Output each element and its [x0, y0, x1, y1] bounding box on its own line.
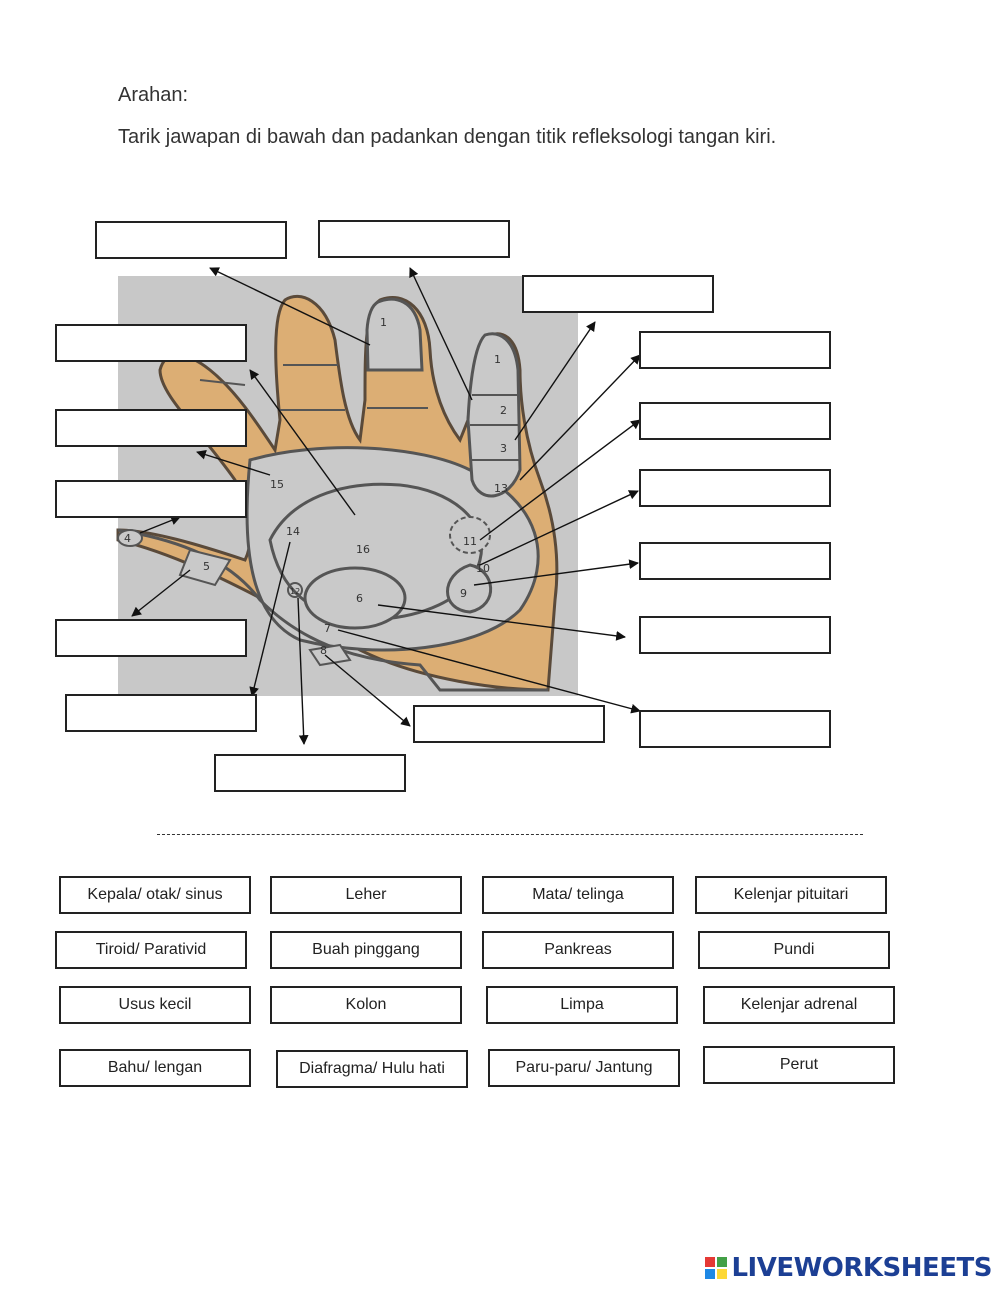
answer-option[interactable]: Leher [270, 876, 462, 914]
drop-box[interactable] [55, 619, 247, 657]
pointer-arrow [131, 569, 191, 617]
answer-option[interactable]: Mata/ telinga [482, 876, 674, 914]
section-separator [157, 834, 863, 835]
answer-option[interactable]: Usus kecil [59, 986, 251, 1024]
pointer-arrow [409, 267, 473, 401]
pointer-arrow [473, 559, 639, 586]
answer-option[interactable]: Tiroid/ Parativid [55, 931, 247, 969]
logo-square [705, 1269, 716, 1279]
logo-square [717, 1257, 728, 1267]
drop-box[interactable] [55, 480, 247, 518]
hand-illustration [116, 294, 559, 692]
liveworksheets-brand: LIVEWORKSHEETS [705, 1253, 992, 1283]
instructions-title: Arahan: [118, 84, 189, 106]
pointer-arrow [479, 419, 641, 541]
region-label: 15 [270, 478, 284, 491]
answer-option[interactable]: Bahu/ lengan [59, 1049, 251, 1087]
answer-option[interactable]: Pundi [698, 931, 890, 969]
drop-box[interactable] [639, 469, 831, 507]
answer-option[interactable]: Limpa [486, 986, 678, 1024]
drop-box[interactable] [639, 542, 831, 580]
region-label: 1 [494, 353, 501, 366]
answer-option[interactable]: Buah pinggang [270, 931, 462, 969]
region-label: 14 [286, 525, 300, 538]
pointer-arrow [519, 354, 641, 481]
answer-option[interactable]: Kolon [270, 986, 462, 1024]
pointer-arrow [209, 267, 371, 346]
answer-option[interactable]: Kepala/ otak/ sinus [59, 876, 251, 914]
answer-option[interactable]: Perut [703, 1046, 895, 1084]
region-label: 5 [203, 560, 210, 573]
region-label: 16 [356, 543, 370, 556]
region-label: 9 [460, 587, 467, 600]
region-label: 6 [356, 592, 363, 605]
answer-option[interactable]: Paru-paru/ Jantung [488, 1049, 680, 1087]
pointer-arrow [249, 369, 356, 516]
drop-box[interactable] [55, 324, 247, 362]
pointer-arrow [139, 515, 181, 534]
region-label: 2 [500, 404, 507, 417]
pointer-arrow [337, 629, 641, 714]
answer-option[interactable]: Kelenjar pituitari [695, 876, 887, 914]
region-label: 11 [463, 535, 477, 548]
region-label: 7 [324, 622, 331, 635]
pointer-arrow [324, 654, 411, 727]
drop-box[interactable] [639, 710, 831, 748]
logo-square [705, 1257, 716, 1267]
pointer-arrow [249, 541, 291, 697]
region-label: 4 [124, 532, 131, 545]
region-label: 12 [290, 587, 300, 596]
region-label: 13 [494, 482, 508, 495]
drop-box[interactable] [413, 705, 605, 743]
pointer-arrow [196, 449, 271, 476]
region-label: 8 [320, 644, 327, 657]
answer-option[interactable]: Kelenjar adrenal [703, 986, 895, 1024]
drop-box[interactable] [522, 275, 714, 313]
brand-name: LIVEWORKSHEETS [731, 1253, 992, 1283]
pointer-arrow [514, 321, 596, 441]
region-label: 10 [476, 562, 490, 575]
pointer-arrow [479, 490, 639, 566]
pointer-arrows [131, 267, 641, 745]
drop-box[interactable] [65, 694, 257, 732]
drop-box[interactable] [318, 220, 510, 258]
drop-box[interactable] [639, 616, 831, 654]
liveworksheets-logo-icon [705, 1257, 728, 1279]
drop-box[interactable] [214, 754, 406, 792]
drop-box[interactable] [639, 402, 831, 440]
region-label: 3 [500, 442, 507, 455]
drop-box[interactable] [55, 409, 247, 447]
drop-box[interactable] [95, 221, 287, 259]
drop-box[interactable] [639, 331, 831, 369]
pointer-arrow [377, 604, 626, 641]
instructions-text: Tarik jawapan di bawah dan padankan deng… [118, 126, 777, 148]
pointer-arrow [297, 597, 309, 745]
answer-option[interactable]: Diafragma/ Hulu hati [276, 1050, 468, 1088]
logo-square [717, 1269, 728, 1279]
answer-option[interactable]: Pankreas [482, 931, 674, 969]
region-labels: 1 1 2 3 13 15 16 14 11 10 9 6 7 8 4 5 12 [124, 316, 508, 657]
region-label: 1 [380, 316, 387, 329]
